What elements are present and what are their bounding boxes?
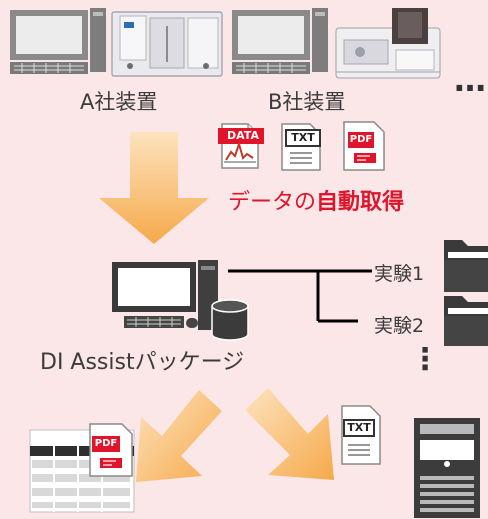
server-icon — [414, 418, 480, 518]
auto-fetch-emphasis: 自動取得 — [316, 190, 405, 215]
data-file-badge: DATA — [227, 129, 259, 142]
export-txt-file-icon — [341, 405, 381, 465]
down-right-arrow-icon — [245, 388, 334, 480]
central-pc-icon — [112, 260, 218, 330]
instrument-b-icon — [335, 8, 441, 79]
package-name-label: DI Assistパッケージ — [40, 350, 245, 375]
instrument-a-icon — [111, 11, 223, 77]
auto-fetch-caption: データの自動取得 — [228, 184, 404, 216]
pc-b-icon — [232, 8, 328, 74]
experiment-1-label: 実験1 — [374, 263, 425, 285]
txt-file-icon — [281, 123, 321, 171]
folder-icon-1 — [444, 240, 488, 292]
txt-file-badge: TXT — [291, 131, 315, 144]
connector-lines — [228, 269, 372, 323]
export-txt-badge: TXT — [347, 421, 371, 434]
experiment-2-label: 実験2 — [374, 315, 425, 337]
database-icon — [211, 299, 249, 341]
vendor-a-label: A社装置 — [80, 90, 158, 114]
down-arrow-icon — [99, 132, 209, 244]
vendor-b-label: B社装置 — [268, 90, 346, 114]
more-vendors-label: … — [454, 61, 486, 99]
report-pdf-icon — [89, 423, 133, 477]
pdf-file-badge: PDF — [349, 134, 373, 145]
more-experiments-label: ⋮ — [410, 342, 440, 377]
pdf-file-icon — [343, 121, 385, 171]
pc-a-icon — [10, 8, 106, 74]
report-pdf-badge: PDF — [94, 438, 118, 449]
data-file-icon — [218, 123, 264, 169]
folder-icon-2 — [444, 296, 488, 346]
down-left-arrow-icon — [136, 390, 222, 482]
auto-fetch-prefix: データの — [228, 190, 317, 215]
